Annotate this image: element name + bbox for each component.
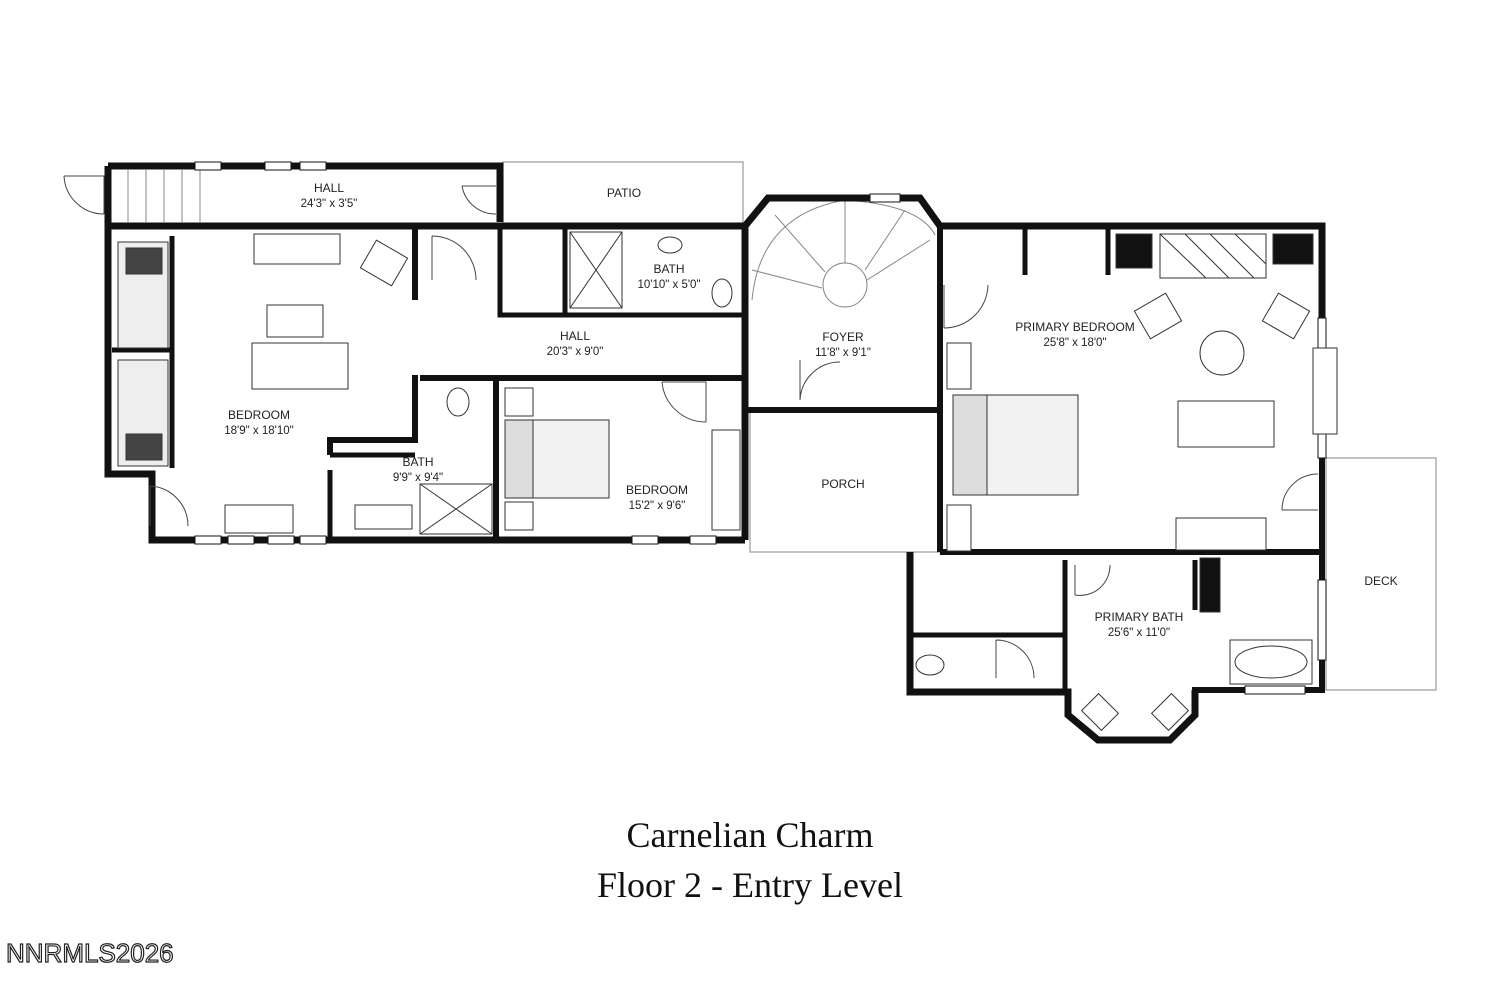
room-dims: 20'3" x 9'0" [547,346,604,358]
deck-area [1325,457,1437,691]
chair-primary-2 [1261,292,1311,340]
doors [63,175,1319,679]
nightstand-primary-1 [946,342,972,390]
plan-subtitle: Floor 2 - Entry Level [597,865,903,905]
sofa-primary [1177,400,1275,448]
room-name: PRIMARY BATH [1095,610,1184,624]
room-labels: HALL 24'3" x 3'5" PATIO BATH 10'10" x 5'… [224,181,1397,639]
bench-primary [1312,347,1338,435]
straight-stairs [127,170,201,222]
fireplace [1159,233,1267,279]
room-dims: 25'6" x 11'0" [1108,627,1170,639]
room-dims: 10'10" x 5'0" [637,279,700,291]
table-primary [1199,330,1245,376]
plan-title: Carnelian Charm [626,815,874,855]
nightstand-middle-1 [504,387,534,417]
toilet-upper [711,278,733,308]
walls [104,162,1326,744]
room-name: PORCH [821,477,864,491]
mls-watermark: NNRMLS2026 [5,937,174,968]
room-name: DECK [1364,574,1397,588]
chair-west [359,239,409,287]
room-dims: 15'2" x 9'6" [629,500,686,512]
vanity-primary-1 [1080,692,1120,732]
room-name: FOYER [822,330,864,344]
floor-plan: HALL 24'3" x 3'5" PATIO BATH 10'10" x 5'… [63,161,1437,744]
room-name: HALL [314,181,344,195]
fixtures [117,231,1338,732]
dresser-west [253,233,341,265]
room-name: PRIMARY BEDROOM [1015,320,1135,334]
toilet-primary [915,654,945,676]
room-name: BEDROOM [626,483,688,497]
cabinet-south-west [224,504,294,534]
room-name: HALL [560,329,590,343]
room-name: BATH [653,262,684,276]
spiral-stairs [751,198,936,308]
room-name: BATH [402,455,433,469]
desk-west [266,304,324,338]
nightstand-middle-2 [504,501,534,531]
dresser-primary [1175,517,1267,551]
sofa-west [251,342,349,390]
toilet-lower [446,387,470,417]
vanity-primary-2 [1150,692,1190,732]
nightstand-primary-2 [946,504,972,552]
sink-upper [657,236,683,254]
room-dims: 25'8" x 18'0" [1043,337,1106,349]
chair-primary-1 [1133,292,1183,340]
room-dims: 11'8" x 9'1" [815,347,871,359]
room-name: BEDROOM [228,408,290,422]
room-dims: 18'9" x 18'10" [224,425,293,437]
vanity-lower [354,504,413,530]
room-dims: 9'9" x 9'4" [393,472,443,484]
room-dims: 24'3" x 3'5" [301,198,358,210]
room-name: PATIO [607,186,641,200]
wardrobe-middle [711,429,741,531]
